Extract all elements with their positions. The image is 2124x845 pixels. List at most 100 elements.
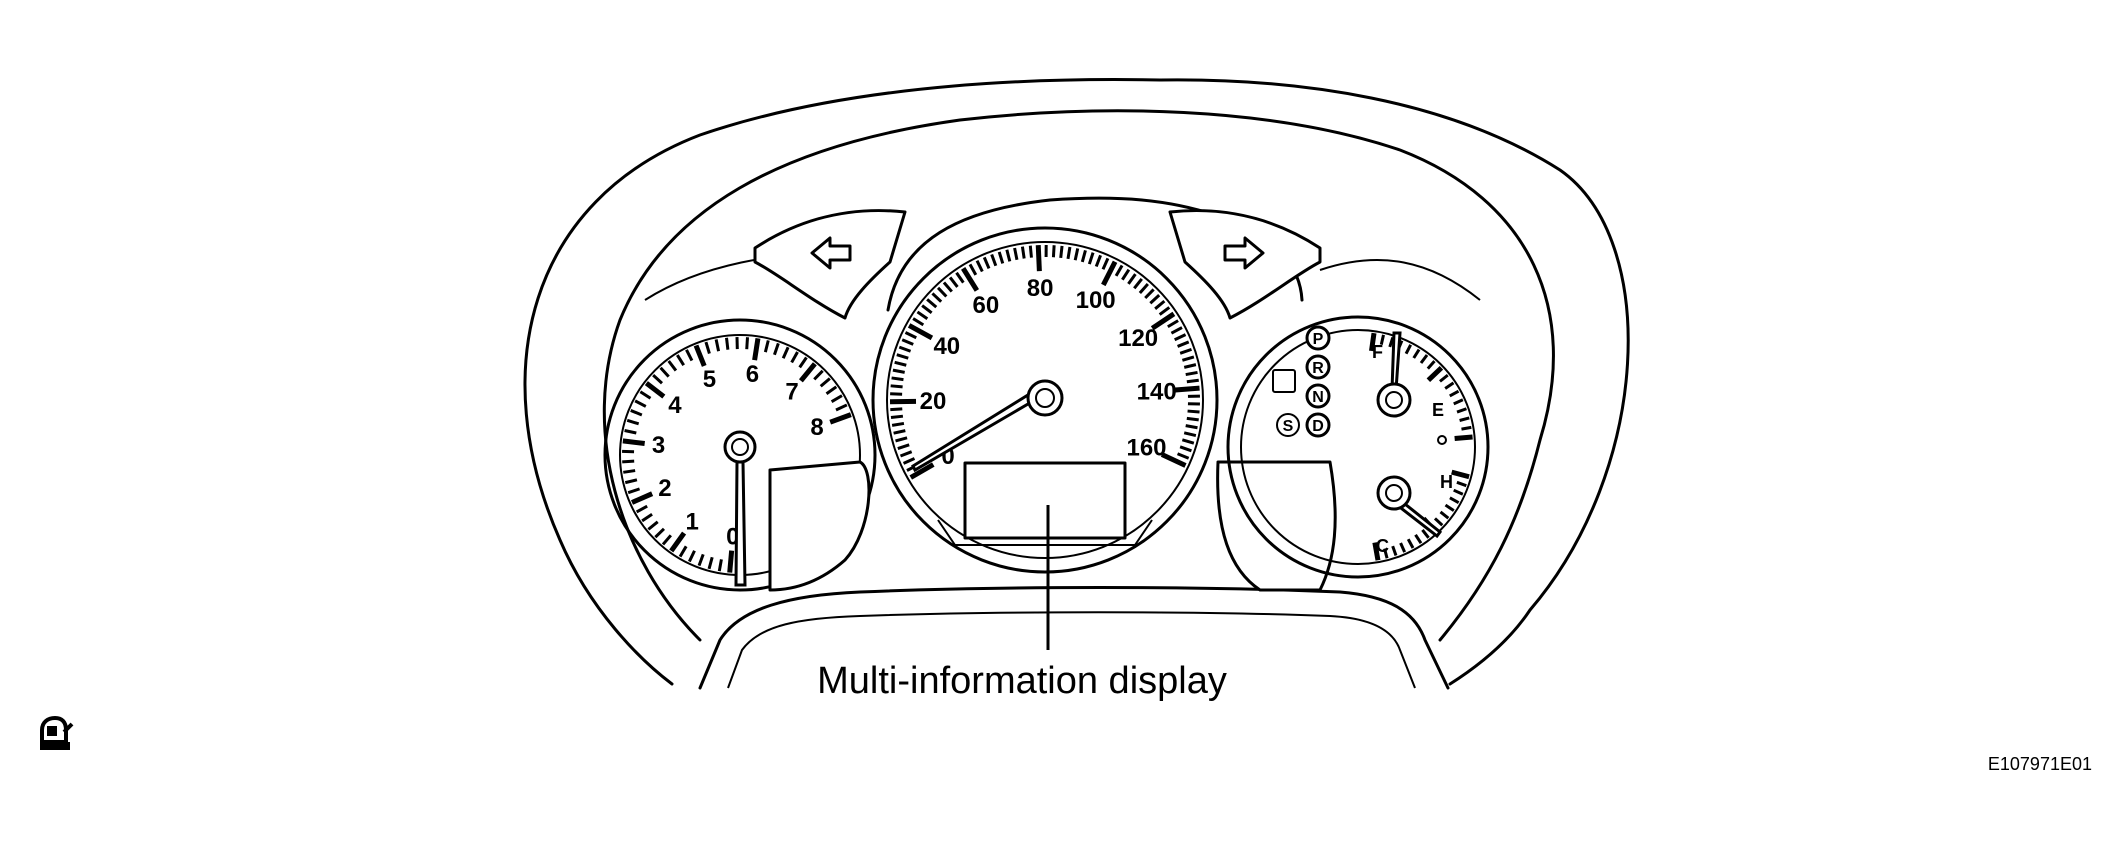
tachometer-label: 6 (746, 361, 759, 388)
speedometer-tick (990, 253, 998, 267)
tachometer-label: 5 (703, 366, 716, 393)
speedometer-tick (1028, 245, 1033, 258)
tachometer-tick (825, 385, 838, 395)
speedometer-tick (901, 338, 914, 346)
speedometer-tick (1149, 294, 1161, 305)
tachometer-tick (627, 487, 641, 495)
fuel-gauge-tick (1459, 416, 1470, 422)
speedometer-label: 100 (1076, 287, 1116, 314)
tachometer-label: 3 (652, 432, 665, 459)
speedometer-tick (1013, 247, 1019, 261)
tachometer-tick (830, 394, 843, 403)
speedometer-hub (1026, 379, 1064, 417)
tachometer-tick (641, 512, 653, 523)
speedometer-tick (1185, 370, 1198, 377)
fuel-full-label: F (1372, 342, 1383, 362)
speedometer-tick (890, 384, 903, 389)
temperature-gauge-tick (1456, 480, 1467, 488)
temperature-gauge-tick (1453, 488, 1464, 496)
temperature-gauge-tick (1406, 538, 1415, 549)
speedometer-tick (926, 298, 938, 309)
speedometer-tick (942, 281, 953, 293)
tachometer-tick (630, 491, 654, 505)
tachometer-tick (652, 374, 663, 385)
speedometer-tick (1170, 326, 1183, 335)
shift-position-badge (1305, 325, 1331, 351)
shift-position-badge (1305, 412, 1331, 438)
fuel-needle (1390, 331, 1402, 392)
tachometer-label: 2 (658, 475, 671, 502)
speedometer-tick (1187, 409, 1200, 414)
speedometer-tick (1181, 355, 1195, 362)
tachometer-label: 7 (785, 379, 798, 406)
fuel-gauge-tick (1412, 348, 1421, 359)
tachometer-tick (661, 534, 672, 546)
tachometer-tick (798, 356, 808, 369)
speedometer-tick (891, 376, 904, 382)
speedometer-tick (1133, 277, 1143, 290)
tachometer-tick (727, 550, 735, 573)
speedometer-label: 120 (1118, 325, 1158, 352)
tachometer-tick (685, 349, 694, 362)
temperature-gauge-tick (1449, 496, 1460, 504)
tachometer-tick (669, 531, 687, 553)
speedometer-tick (1005, 249, 1012, 262)
speedometer-tick (1059, 245, 1064, 259)
tachometer-tick (693, 344, 707, 367)
fuel-gauge-tick (1379, 334, 1385, 345)
shift-sport-letter: S (1283, 418, 1294, 435)
speedometer-tick (1127, 273, 1137, 285)
tachometer-tick (790, 351, 799, 364)
temperature-gauge-tick (1391, 545, 1398, 557)
fuel-gauge-tick (1461, 425, 1472, 431)
tachometer-tick (624, 429, 637, 435)
tachometer-tick (626, 418, 640, 426)
speedometer-tick (1179, 347, 1192, 355)
speedometer-tick (955, 271, 965, 284)
speedometer-tick (1051, 245, 1056, 258)
tachometer-tick (678, 545, 688, 558)
tachometer-tick (717, 559, 723, 572)
speedometer-tick (961, 267, 980, 292)
speedometer-tick (1150, 311, 1176, 331)
tachometer-tick (697, 553, 705, 567)
shift-position-letter: R (1312, 360, 1324, 377)
tachometer-tick (667, 360, 678, 372)
speedometer-tick (1114, 264, 1124, 277)
speedometer-tick (1066, 246, 1072, 260)
speedometer-tick (907, 323, 934, 341)
temperature-gauge-tick (1433, 517, 1444, 527)
tachometer-label: 1 (686, 509, 699, 536)
tachometer-tick (725, 337, 730, 350)
speedometer-tick (1167, 319, 1179, 329)
tachometer-hub (723, 430, 757, 464)
speedometer-tick (891, 421, 905, 427)
speedometer-tick (1181, 438, 1195, 445)
fuel-gauge-tick (1454, 434, 1473, 442)
tachometer-tick (624, 478, 638, 485)
temperature-gauge-tick (1383, 548, 1389, 559)
shift-position-badge (1305, 383, 1331, 409)
tachometer-tick (622, 459, 635, 464)
speedometer-tick (890, 407, 903, 412)
tachometer-tick (622, 438, 645, 446)
speedometer-tick (898, 345, 912, 353)
fuel-gauge-tick (1426, 360, 1436, 370)
gauge-indicator-dot (1437, 435, 1447, 445)
speedometer-tick (997, 251, 1005, 264)
speedometer-tick (916, 310, 929, 320)
speedometer-tick (1138, 283, 1149, 294)
speedometer-tick (1179, 445, 1192, 453)
tachometer-tick (819, 377, 831, 388)
speedometer-tick (899, 450, 913, 458)
shift-position-letter: D (1312, 418, 1324, 435)
speedometer-tick (1101, 257, 1110, 270)
speedometer-tick (968, 263, 978, 276)
speedometer-tick (1158, 306, 1171, 316)
shift-position-badge (1305, 354, 1331, 380)
tachometer-tick (707, 556, 714, 570)
speedometer-tick (936, 286, 948, 298)
